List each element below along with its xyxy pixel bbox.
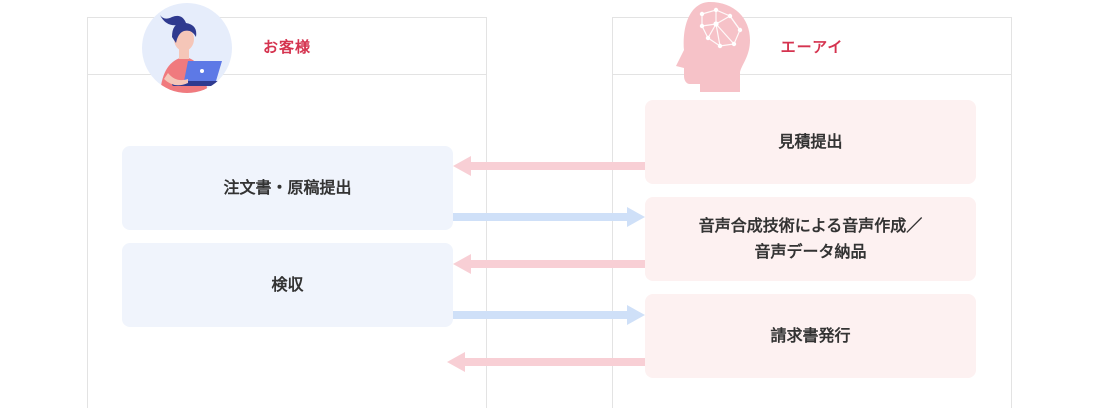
step-order-submission-label: 注文書・原稿提出 — [223, 178, 352, 197]
step-inspection-label: 検収 — [271, 275, 304, 294]
step-quote: 見積提出 — [645, 100, 976, 184]
arrow-left-invoice — [447, 352, 645, 372]
step-production: 音声合成技術による音声作成／ 音声データ納品 — [645, 197, 976, 281]
provider-title: エーアイ — [613, 18, 1011, 75]
step-quote-label: 見積提出 — [778, 132, 843, 151]
step-order-submission: 注文書・原稿提出 — [122, 146, 453, 230]
step-production-label-line1: 音声合成技術による音声作成／ — [698, 216, 923, 235]
arrow-left-delivery — [453, 254, 645, 274]
arrow-right-inspection — [453, 305, 645, 325]
step-invoice: 請求書発行 — [645, 294, 976, 378]
customer-avatar-icon — [142, 3, 232, 93]
customer-title: お客様 — [88, 18, 486, 75]
step-production-label-line2: 音声データ納品 — [754, 242, 867, 261]
step-inspection: 検収 — [122, 243, 453, 327]
arrow-left-quote — [453, 156, 645, 176]
ai-head-icon — [672, 0, 754, 92]
arrow-right-order — [453, 207, 645, 227]
step-invoice-label: 請求書発行 — [770, 326, 851, 345]
